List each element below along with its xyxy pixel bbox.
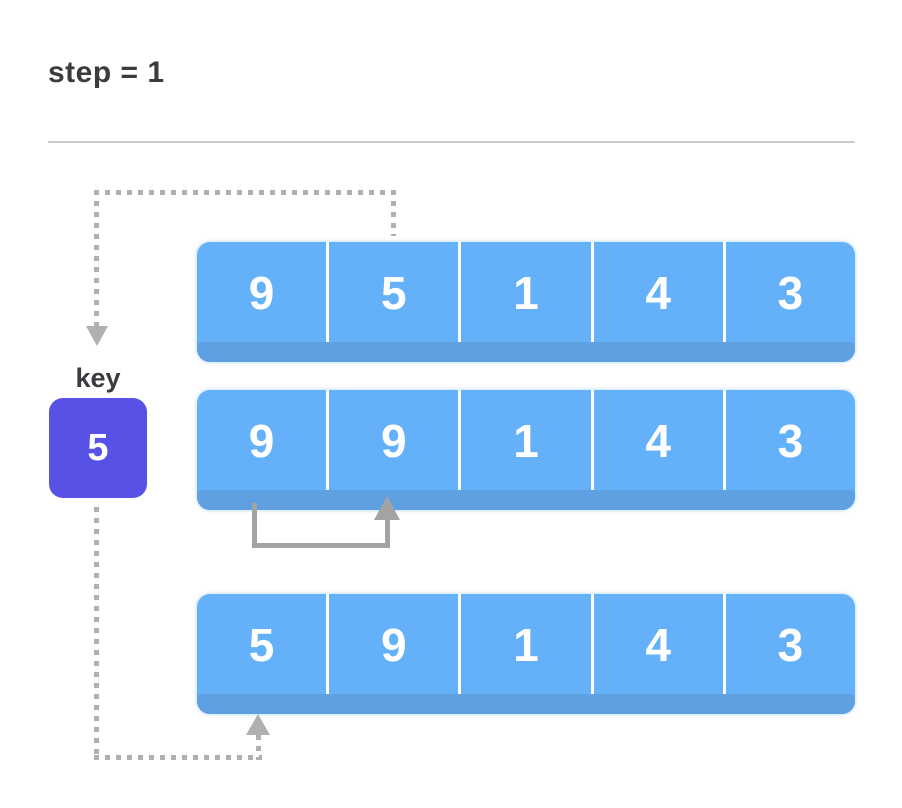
array-cell: 1 [461, 594, 594, 694]
cell-value: 4 [645, 619, 671, 671]
array-cell: 5 [197, 594, 330, 694]
arrow-down-icon [86, 326, 108, 346]
cell-value: 1 [513, 267, 539, 319]
array-row-inserted: 5 9 1 4 3 [197, 594, 855, 714]
cell-value: 1 [513, 415, 539, 467]
key-label: key [75, 363, 121, 393]
array-cell: 9 [197, 242, 330, 342]
array-row-initial: 9 5 1 4 3 [197, 242, 855, 362]
dotted-connector-insert-vertical-left [94, 507, 99, 757]
shift-arrow-vertical-right [385, 516, 390, 548]
array-cell: 4 [594, 242, 726, 342]
cell-value: 4 [645, 267, 671, 319]
key-value: 5 [87, 427, 109, 469]
dotted-connector-insert-horizontal [94, 755, 262, 760]
cell-value: 9 [381, 415, 407, 467]
dotted-connector-extract-vertical-left [94, 190, 99, 326]
dotted-connector-extract-horizontal [94, 190, 396, 195]
array-cell: 5 [329, 242, 462, 342]
array-cells: 5 9 1 4 3 [197, 594, 855, 694]
cell-value: 5 [248, 619, 275, 671]
divider-line [48, 141, 855, 143]
cell-value: 3 [777, 415, 804, 467]
array-cell: 1 [461, 242, 594, 342]
arrow-up-icon [374, 496, 400, 520]
array-cell: 9 [197, 390, 330, 490]
shift-arrow-vertical-left [252, 503, 257, 548]
cell-value: 9 [248, 267, 275, 319]
array-shadow [197, 490, 855, 510]
array-shadow [197, 342, 855, 362]
array-cell: 4 [594, 390, 726, 490]
cell-value: 9 [248, 415, 275, 467]
dotted-connector-extract-vertical-right [391, 190, 396, 236]
cell-value: 3 [777, 267, 804, 319]
cell-value: 1 [513, 619, 539, 671]
dotted-connector-insert-vertical-right [256, 735, 261, 760]
array-cells: 9 5 1 4 3 [197, 242, 855, 342]
arrow-up-icon [246, 714, 270, 735]
array-cell: 3 [726, 390, 855, 490]
array-cell: 3 [726, 594, 855, 694]
array-cell: 9 [329, 594, 462, 694]
array-shadow [197, 694, 855, 714]
array-cell: 1 [461, 390, 594, 490]
step-label: step = 1 [48, 56, 165, 89]
cell-value: 4 [645, 415, 671, 467]
array-cell: 3 [726, 242, 855, 342]
array-cell: 4 [594, 594, 726, 694]
shift-arrow-horizontal [252, 543, 390, 548]
cell-value: 9 [381, 619, 407, 671]
key-box: 5 [49, 398, 147, 498]
array-row-shifted: 9 9 1 4 3 [197, 390, 855, 510]
cell-value: 5 [381, 267, 407, 319]
cell-value: 3 [777, 619, 804, 671]
array-cells: 9 9 1 4 3 [197, 390, 855, 490]
array-cell: 9 [329, 390, 462, 490]
